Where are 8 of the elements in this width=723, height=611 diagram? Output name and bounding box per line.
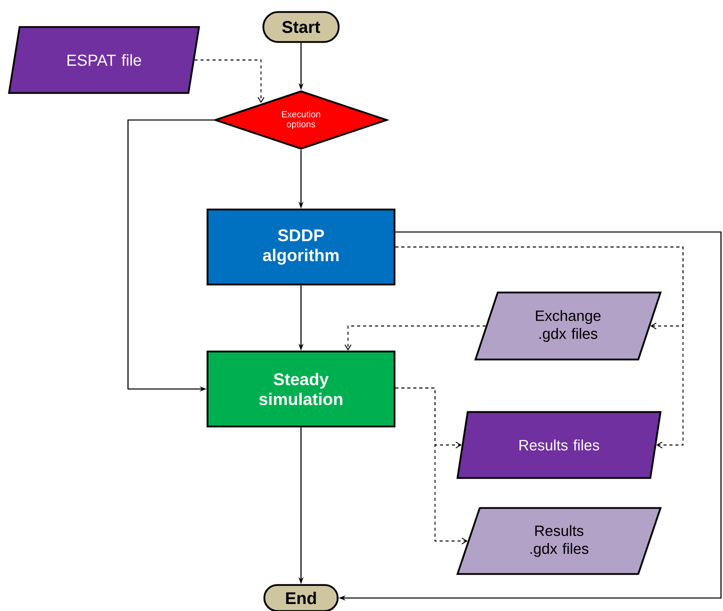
- arrow: [394, 246, 684, 448]
- process-box: SDDP algorithm: [206, 208, 396, 286]
- process-box: Steady simulation: [206, 350, 396, 428]
- arrow: [344, 326, 486, 351]
- arrow: [394, 388, 468, 544]
- arrow: [194, 60, 264, 104]
- start-terminal: Start: [262, 11, 340, 43]
- end-terminal: End: [263, 584, 339, 611]
